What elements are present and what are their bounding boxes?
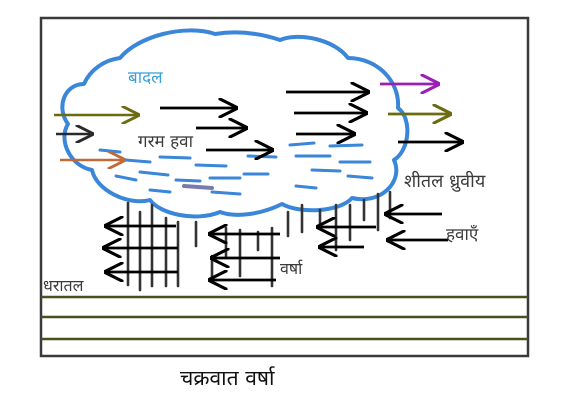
cloud-dash: [210, 190, 242, 196]
cloud-dash: [124, 158, 152, 164]
cloud-outline: [60, 28, 410, 219]
cloud-dash: [246, 154, 278, 159]
ground-lines: [41, 295, 528, 341]
cloud-dash: [138, 170, 170, 177]
rising-air-arrows: [160, 92, 368, 150]
cloud-dash: [310, 168, 342, 173]
cloud-dash: [114, 174, 138, 182]
rain-label: वर्षा: [280, 259, 303, 278]
cloud-dash: [194, 163, 228, 168]
upper-right-arrows: [380, 84, 462, 142]
warm-air-label: गरम हवा: [138, 132, 193, 152]
diagram-title: चक्रवात वर्षा: [180, 366, 275, 390]
cloud-dash: [346, 174, 374, 180]
winds-label: हवाएँ: [446, 225, 479, 245]
warm-air-arrows: [54, 115, 138, 160]
diagram-frame: [39, 16, 530, 358]
cloud-dash: [174, 178, 202, 183]
cloud-label: बादल: [128, 68, 163, 88]
cold-polar-label: शीतल ध्रुवीय: [404, 171, 486, 192]
cloud-dash: [294, 184, 318, 190]
cloud-dash: [148, 188, 172, 194]
ground-label: धरातल: [43, 276, 84, 295]
cold-wind-arrows: [104, 214, 448, 280]
cloud-dash: [98, 148, 122, 154]
rain-streaks: [126, 190, 392, 292]
cloud-dash: [288, 141, 316, 147]
cloud-dash: [328, 143, 364, 148]
cloud-dash-accent: [182, 184, 214, 190]
cloud-dash: [158, 155, 192, 160]
